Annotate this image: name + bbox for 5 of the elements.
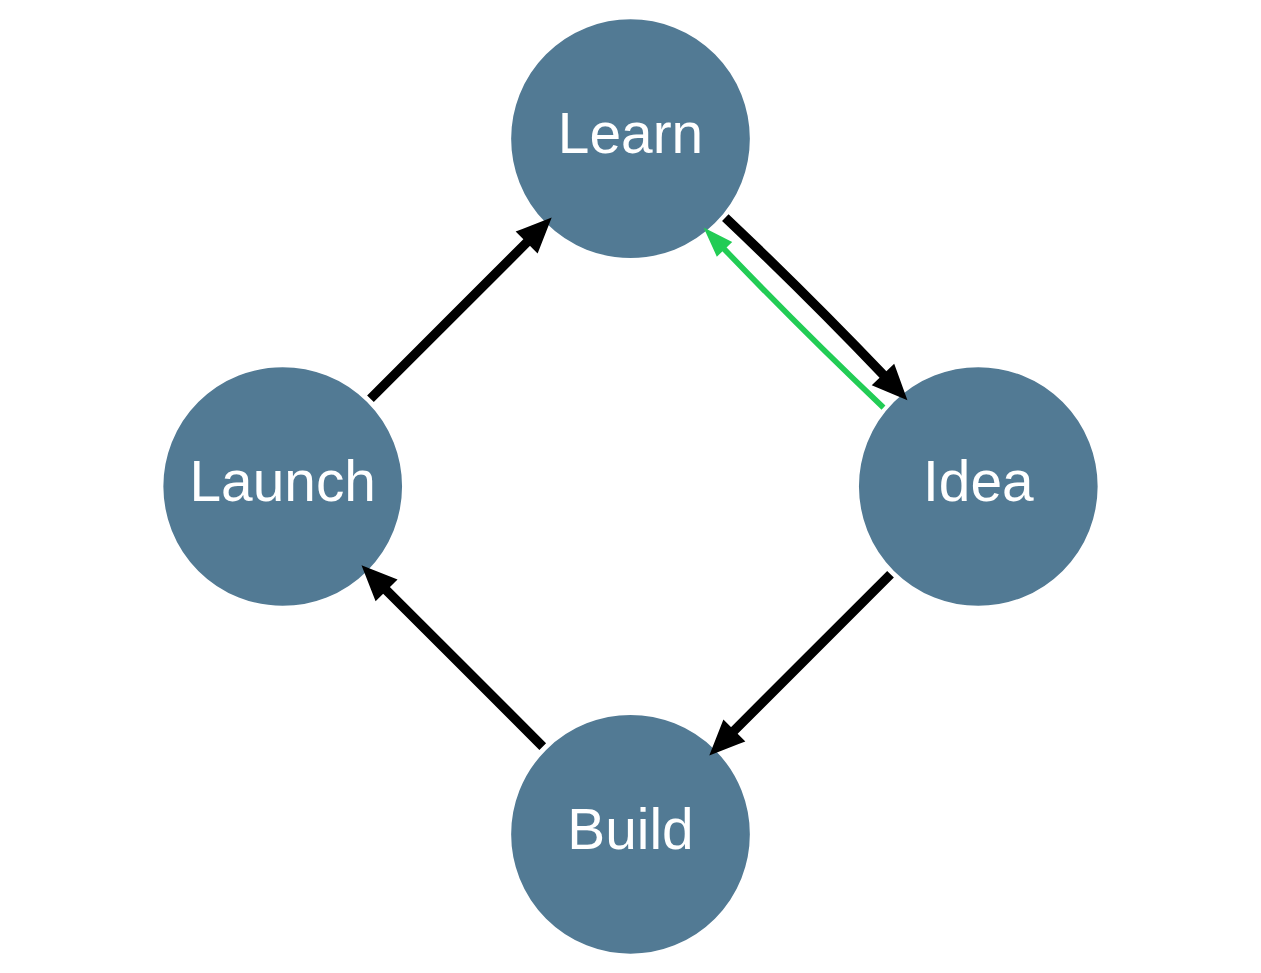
arrow [703,227,886,410]
arrow [722,214,908,401]
arrow [709,570,894,756]
arrow [361,565,547,750]
arrow [367,217,552,403]
